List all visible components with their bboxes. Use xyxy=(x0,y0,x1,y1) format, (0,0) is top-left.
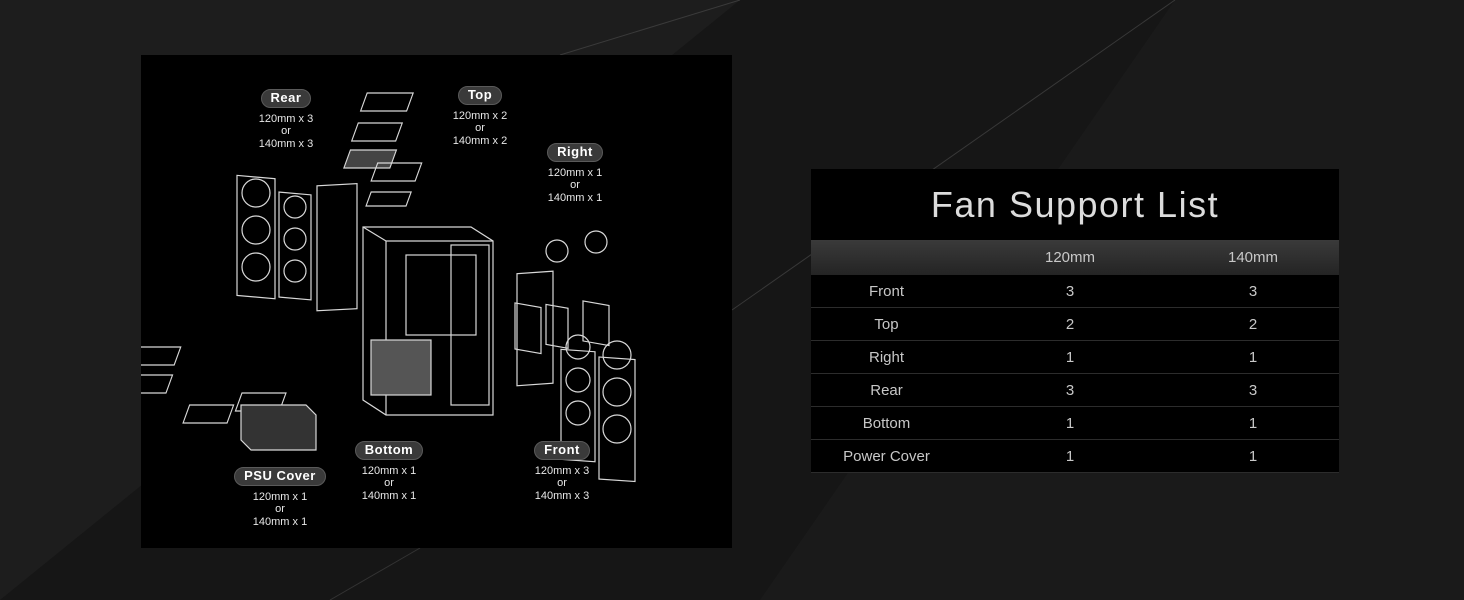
psu-cover xyxy=(240,404,317,451)
table-header-row: 120mm 140mm xyxy=(811,240,1339,275)
case-body xyxy=(362,226,494,416)
row-label: Rear xyxy=(870,381,903,399)
bottom-callout: Bottom 120mm x 1 or 140mm x 1 xyxy=(319,441,459,502)
right-line-2: or xyxy=(570,179,580,191)
rear-filter xyxy=(316,183,358,312)
row-value-120mm: 3 xyxy=(1065,282,1075,300)
table-row: Rear 3 3 xyxy=(811,374,1339,407)
top-line-3: 140mm x 2 xyxy=(452,134,508,147)
front-line-1: 120mm x 3 xyxy=(534,464,590,477)
table-row: Power Cover 1 1 xyxy=(811,440,1339,473)
fan-support-table: Fan Support List 120mm 140mm Front 3 3 T… xyxy=(811,169,1339,473)
table-title: Fan Support List xyxy=(930,183,1220,225)
psu-cover-label: PSU Cover xyxy=(234,467,326,486)
rear-fan-panel-2 xyxy=(278,191,312,301)
row-value-120mm: 2 xyxy=(1065,315,1075,333)
psu-cover-line-1: 120mm x 1 xyxy=(252,490,308,503)
row-value-120mm: 3 xyxy=(1065,381,1075,399)
case-exploded-view-art xyxy=(141,92,636,483)
row-value-140mm: 3 xyxy=(1248,282,1258,300)
front-callout: Front 120mm x 3 or 140mm x 3 xyxy=(492,441,632,502)
row-value-120mm: 1 xyxy=(1065,447,1075,465)
bottom-line-1: 120mm x 1 xyxy=(361,464,417,477)
row-label: Bottom xyxy=(862,414,911,432)
rear-line-3: 140mm x 3 xyxy=(258,137,314,150)
table-row: Bottom 1 1 xyxy=(811,407,1339,440)
rear-fan-panel-1 xyxy=(236,174,276,300)
header-cell-140mm: 140mm xyxy=(1227,249,1279,266)
row-label: Right xyxy=(868,348,905,366)
front-line-2: or xyxy=(557,477,567,489)
row-value-140mm: 1 xyxy=(1248,348,1258,366)
row-value-140mm: 1 xyxy=(1248,447,1258,465)
top-line-2: or xyxy=(475,122,485,134)
top-label: Top xyxy=(457,86,503,105)
table-row: Right 1 1 xyxy=(811,341,1339,374)
rear-line-2: or xyxy=(281,125,291,137)
psu-cover-line-3: 140mm x 1 xyxy=(252,515,308,528)
row-value-120mm: 1 xyxy=(1065,348,1075,366)
header-cell-120mm: 120mm xyxy=(1044,249,1096,266)
rear-line-1: 120mm x 3 xyxy=(258,112,314,125)
exploded-case-diagram: Rear 120mm x 3 or 140mm x 3 Top 120mm x … xyxy=(141,55,732,548)
psu-cover-callout: PSU Cover 120mm x 1 or 140mm x 1 xyxy=(210,467,350,528)
right-line-1: 120mm x 1 xyxy=(547,166,603,179)
table-row: Top 2 2 xyxy=(811,308,1339,341)
top-line-1: 120mm x 2 xyxy=(452,109,508,122)
front-line-3: 140mm x 3 xyxy=(534,489,590,502)
row-value-140mm: 1 xyxy=(1248,414,1258,432)
right-label: Right xyxy=(547,143,603,162)
psu-cover-line-2: or xyxy=(275,503,285,515)
bottom-line-2: or xyxy=(384,477,394,489)
right-callout: Right 120mm x 1 or 140mm x 1 xyxy=(505,143,645,204)
row-value-140mm: 3 xyxy=(1248,381,1258,399)
right-line-3: 140mm x 1 xyxy=(547,191,603,204)
bottom-line-3: 140mm x 1 xyxy=(361,489,417,502)
row-value-120mm: 1 xyxy=(1065,414,1075,432)
row-label: Power Cover xyxy=(843,447,930,465)
rear-callout: Rear 120mm x 3 or 140mm x 3 xyxy=(216,89,356,150)
rear-label: Rear xyxy=(260,89,312,108)
row-value-140mm: 2 xyxy=(1248,315,1258,333)
table-row: Front 3 3 xyxy=(811,275,1339,308)
row-label: Front xyxy=(868,282,904,300)
row-label: Top xyxy=(874,315,899,333)
table-title-bar: Fan Support List xyxy=(811,169,1339,240)
bottom-label: Bottom xyxy=(354,441,424,460)
front-label: Front xyxy=(534,441,590,460)
top-callout: Top 120mm x 2 or 140mm x 2 xyxy=(410,86,550,147)
